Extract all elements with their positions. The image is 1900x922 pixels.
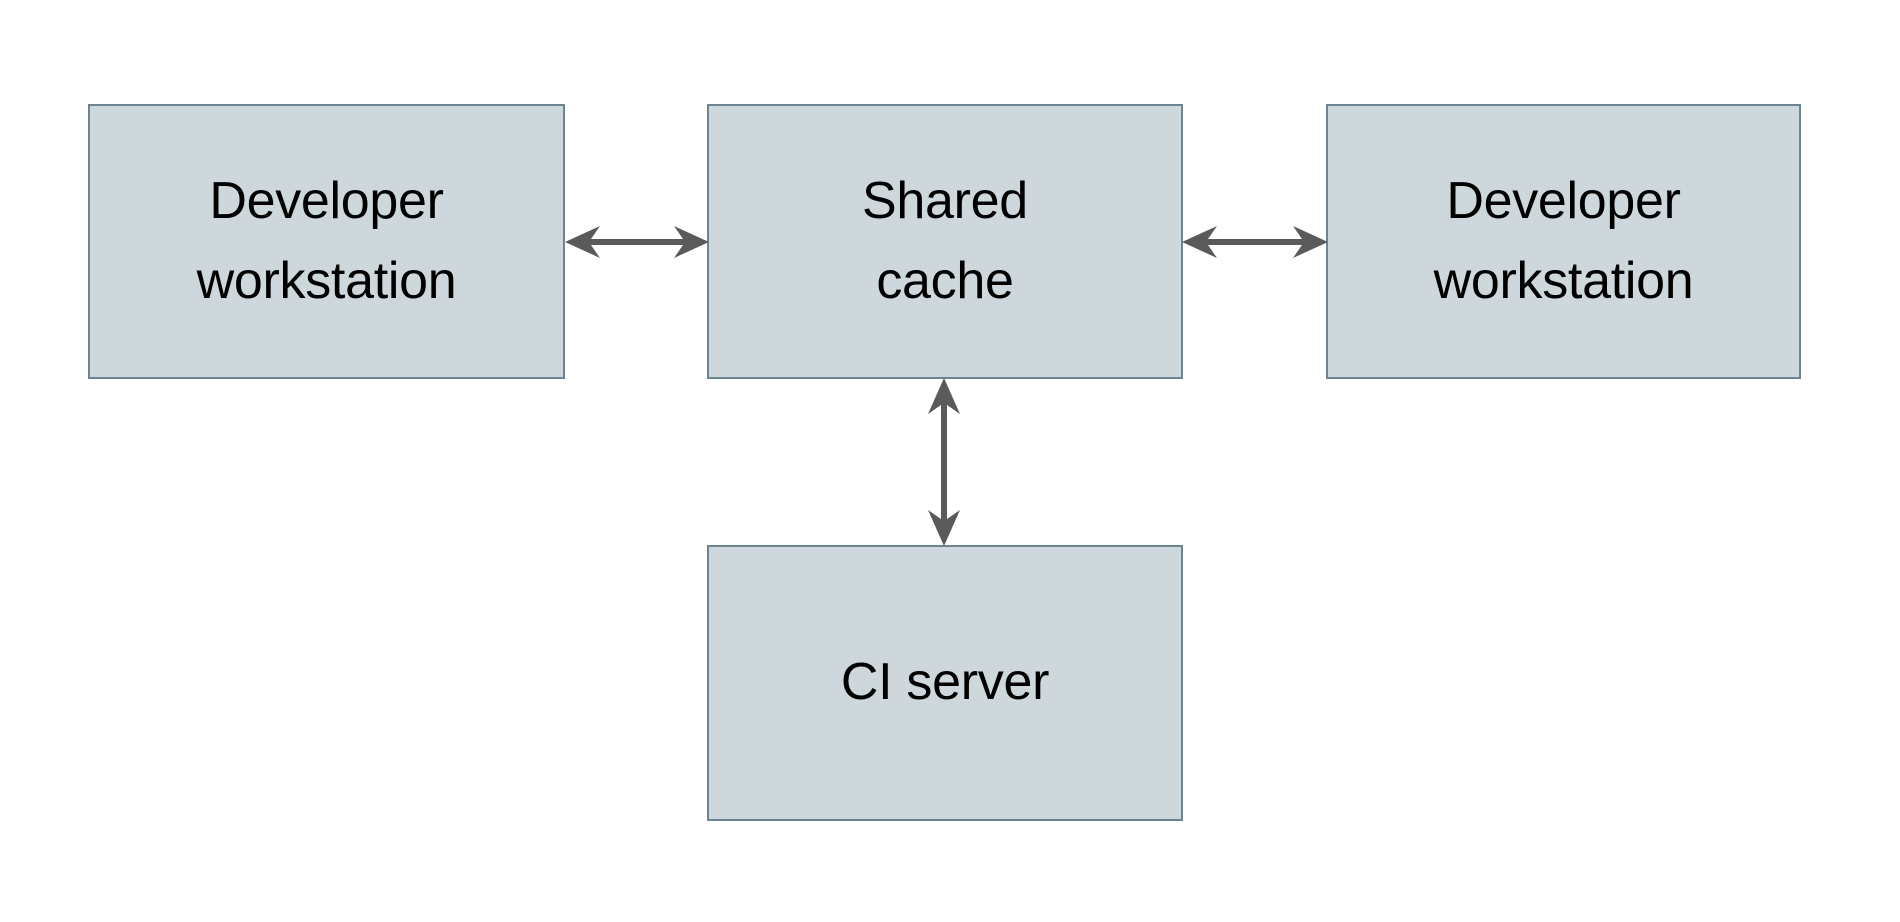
node-developer-workstation-left[interactable]: Developer workstation bbox=[88, 104, 565, 379]
node-developer-workstation-right[interactable]: Developer workstation bbox=[1326, 104, 1801, 379]
node-label: Developer workstation bbox=[196, 172, 457, 310]
node-label: Shared cache bbox=[862, 172, 1028, 310]
node-ci-server[interactable]: CI server bbox=[707, 545, 1183, 821]
edge-developer-workstation-left-to-shared-cache bbox=[565, 226, 709, 258]
node-shared-cache[interactable]: Shared cache bbox=[707, 104, 1183, 379]
node-label: CI server bbox=[840, 653, 1050, 712]
edge-shared-cache-to-ci-server bbox=[928, 378, 960, 546]
node-label: Developer workstation bbox=[1433, 172, 1694, 310]
edge-shared-cache-to-developer-workstation-right bbox=[1182, 226, 1328, 258]
